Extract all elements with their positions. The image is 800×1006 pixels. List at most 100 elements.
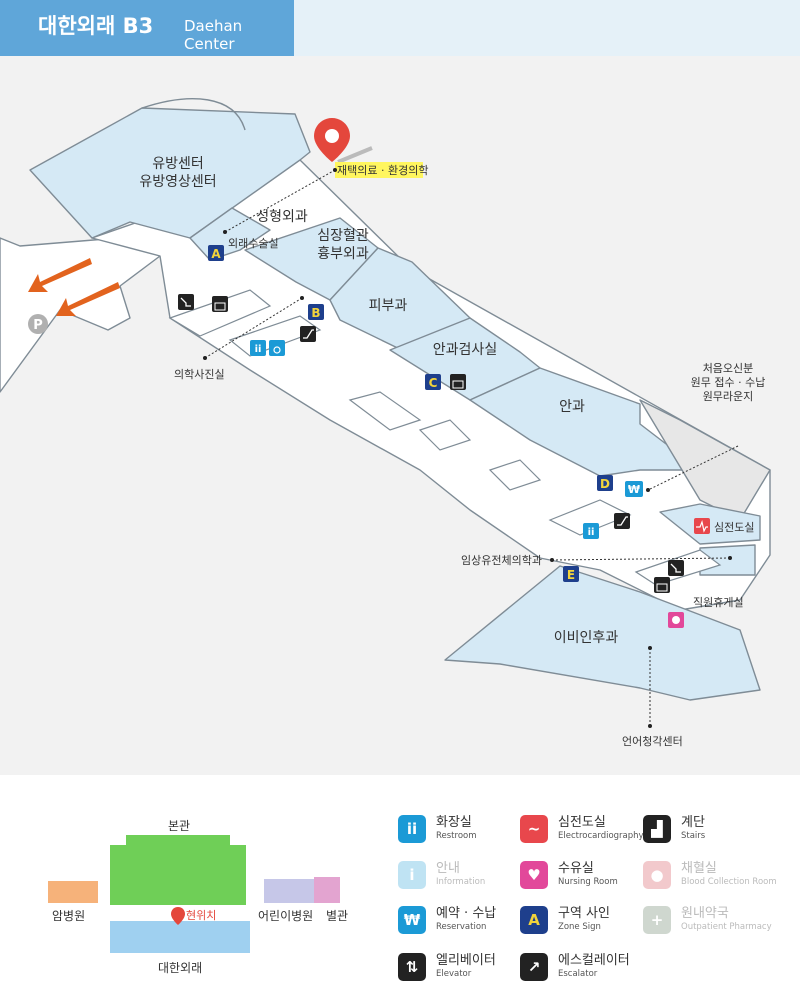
label-breast-2: 유방영상센터 <box>139 174 216 190</box>
minimap-daehan: 대한외래 <box>158 961 203 975</box>
won-icon: ₩ <box>398 906 426 934</box>
svg-text:₩: ₩ <box>628 483 640 496</box>
label-cardio-2: 흉부외과 <box>317 246 369 262</box>
legend-label: 화장실 <box>436 815 472 830</box>
floor-subtitle: Daehan Center <box>184 17 243 53</box>
escalator-icon <box>614 513 630 529</box>
restroom-icon: ii <box>398 815 426 843</box>
legend-label: 안내 <box>436 861 460 876</box>
label-derm: 피부과 <box>369 298 408 314</box>
annex-building <box>314 877 340 903</box>
floor-title: 대한외래 B3 <box>38 14 154 38</box>
legend-sublabel: Information <box>436 877 486 887</box>
zone-sign-icon: A <box>520 906 548 934</box>
legend-label: 채혈실 <box>681 861 717 876</box>
room-breast <box>29 107 311 239</box>
legend-sublabel: Reservation <box>436 922 487 932</box>
room-side <box>639 399 771 521</box>
floor-tab[interactable]: 대한외래 B3 Daehan Center <box>0 0 294 56</box>
legend-sublabel: Blood Collection Room <box>681 877 777 887</box>
stairs-icon: ▟ <box>643 815 671 843</box>
campus-minimap <box>48 835 340 953</box>
label-surgery-room: 외래수술실 <box>228 237 279 250</box>
label-ent: 이비인후과 <box>554 630 619 646</box>
wall-5 <box>488 459 542 491</box>
header-bar: 대한외래 B3 Daehan Center <box>0 0 800 56</box>
ecg-icon: ~ <box>520 815 548 843</box>
minimap-children: 어린이병원 <box>258 909 314 923</box>
svg-text:E: E <box>567 568 575 582</box>
label-genetics: 임상유전체의학과 <box>461 554 542 567</box>
svg-text:C: C <box>429 376 438 390</box>
legend-sublabel: Escalator <box>558 969 598 979</box>
won-icon <box>625 481 643 497</box>
pharmacy-icon: + <box>643 906 671 934</box>
room-eye-exam <box>389 317 541 401</box>
stairs-icon <box>668 560 684 576</box>
exit-arrow-1 <box>28 258 92 292</box>
legend-label: 원내약국 <box>681 906 729 921</box>
label-eye: 안과 <box>559 399 585 415</box>
zone-a-icon <box>208 245 224 261</box>
parking-area <box>0 237 161 393</box>
blood-icon: ● <box>643 861 671 889</box>
label-homecare: 재택의료 · 환경의학 <box>337 164 428 177</box>
exit-arrow-2 <box>56 282 120 316</box>
building-edge <box>141 98 246 131</box>
legend-label: 구역 사인 <box>558 906 610 921</box>
zone-d-icon <box>597 475 613 491</box>
zone-c-icon <box>425 374 441 390</box>
escalator-icon: ↗ <box>520 953 548 981</box>
minimap-cancer: 암병원 <box>52 909 86 923</box>
restroom-icon <box>583 523 599 539</box>
elevator-icon <box>450 374 466 390</box>
legend-sublabel: Restroom <box>436 831 477 841</box>
legend-sublabel: Elevator <box>436 969 472 979</box>
minimap-here: 현위치 <box>186 909 217 922</box>
legend-sublabel: Electrocardiography <box>558 831 644 841</box>
main-building <box>110 845 246 905</box>
label-eye-exam: 안과검사실 <box>433 342 497 358</box>
label-ecg: 심전도실 <box>714 521 754 534</box>
svg-text:P: P <box>33 318 43 333</box>
escalator-icon <box>300 326 316 342</box>
ecg-icon <box>694 518 710 534</box>
wall-4 <box>418 419 472 451</box>
legend-label: 계단 <box>681 815 705 830</box>
label-cardio-1: 심장혈관 <box>317 228 369 244</box>
legend-label: 수유실 <box>558 861 594 876</box>
current-location-pin <box>314 118 373 164</box>
label-first-1: 처음오신분 <box>703 362 754 375</box>
elevator-icon: ⇅ <box>398 953 426 981</box>
elevator-icon <box>212 296 228 312</box>
svg-text:D: D <box>600 477 610 491</box>
label-photo-room: 의학사진실 <box>174 368 225 381</box>
legend-sublabel: Stairs <box>681 831 706 841</box>
svg-text:A: A <box>211 247 221 261</box>
svg-text:B: B <box>311 306 320 320</box>
label-breast-1: 유방센터 <box>152 156 204 172</box>
legend-label: 예약 · 수납 <box>436 906 497 921</box>
legend-label: 심전도실 <box>558 815 606 830</box>
zone-b-icon <box>308 304 324 320</box>
label-plastic: 성형외과 <box>256 209 308 225</box>
legend-sublabel: Outpatient Pharmacy <box>681 922 772 932</box>
legend-label: 에스컬레이터 <box>558 953 630 968</box>
svg-text:ii: ii <box>255 344 262 355</box>
legend-sublabel: Zone Sign <box>558 922 601 932</box>
elevator-icon <box>654 577 670 593</box>
zone-e-icon <box>563 566 579 582</box>
parking-icon <box>28 314 48 334</box>
legend-label: 엘리베이터 <box>436 953 496 968</box>
minimap-main: 본관 <box>168 819 191 833</box>
stairs-icon <box>178 294 194 310</box>
